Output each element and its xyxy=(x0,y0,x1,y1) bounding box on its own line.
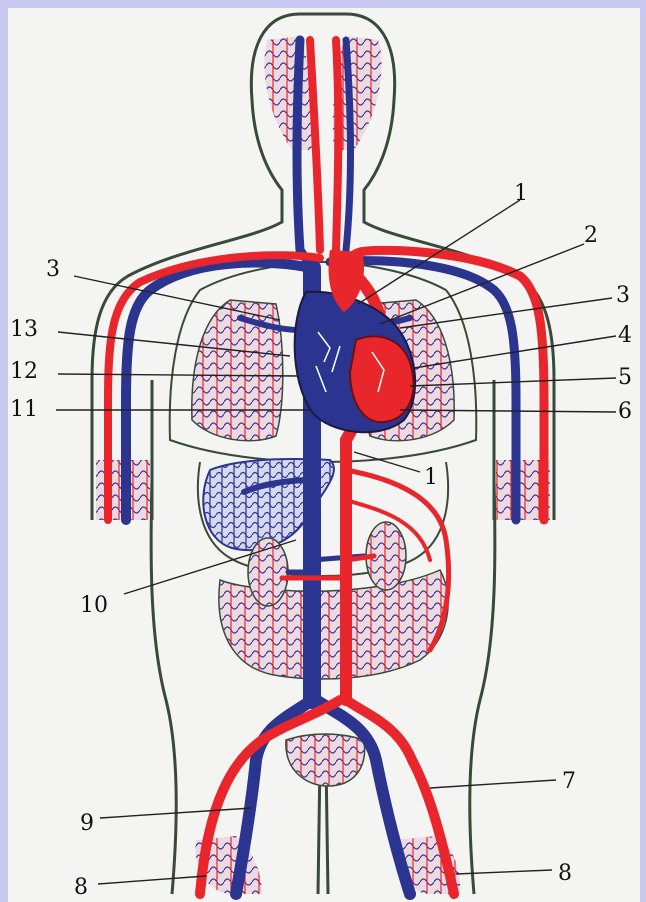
label-10: 10 xyxy=(80,593,108,618)
label-2: 2 xyxy=(584,223,598,248)
label-4: 4 xyxy=(618,323,632,348)
label-8-right: 8 xyxy=(558,861,572,886)
label-1-lower: 1 xyxy=(424,465,438,490)
label-13: 13 xyxy=(10,317,38,342)
pelvic-capillaries xyxy=(286,734,365,786)
label-5: 5 xyxy=(618,365,632,390)
head-capillaries xyxy=(264,36,381,150)
label-9: 9 xyxy=(80,811,94,836)
label-12: 12 xyxy=(10,359,38,384)
label-7: 7 xyxy=(562,769,576,794)
label-1-aorta: 1 xyxy=(514,181,528,206)
label-6: 6 xyxy=(618,399,632,424)
label-3-left: 3 xyxy=(46,257,60,282)
label-8-left: 8 xyxy=(74,875,88,900)
label-3-right: 3 xyxy=(616,283,630,308)
label-11: 11 xyxy=(10,397,38,422)
